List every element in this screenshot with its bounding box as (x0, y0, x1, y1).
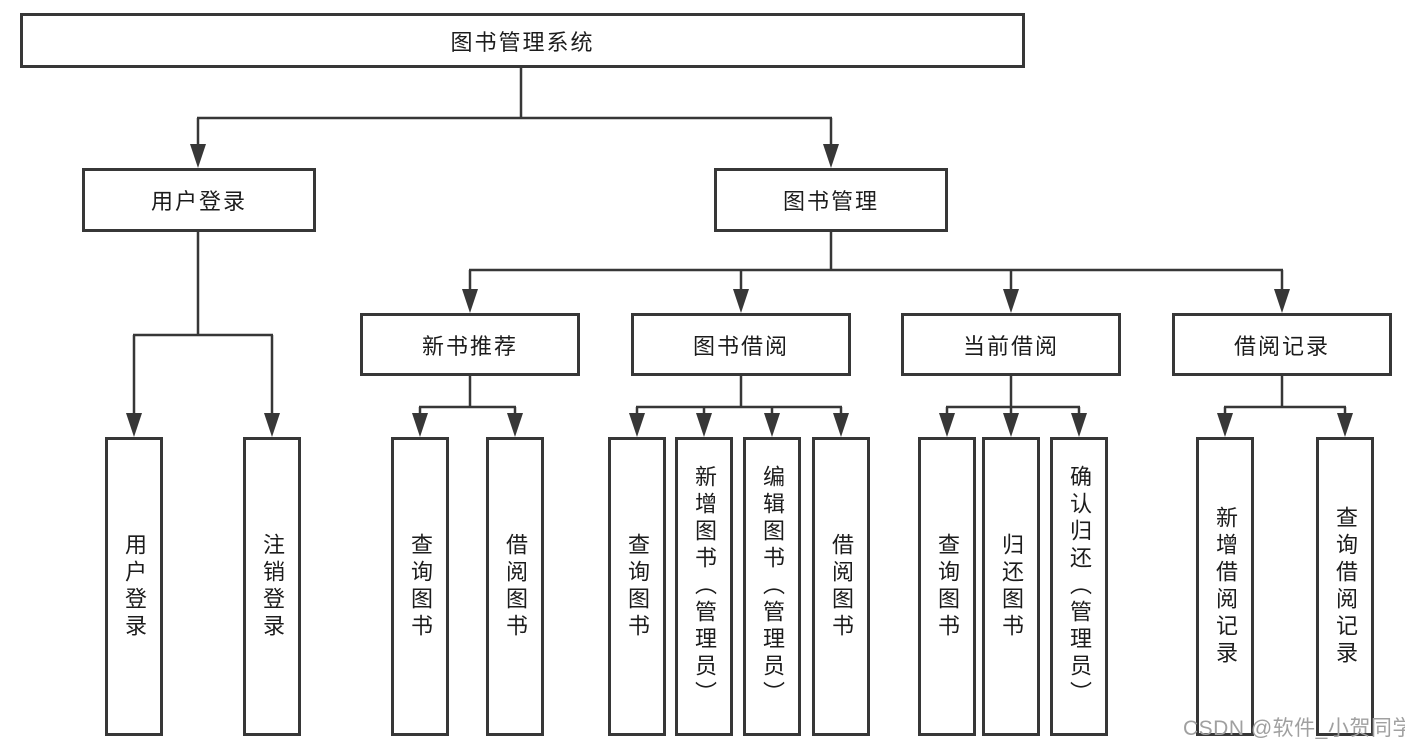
node-label: 查询图书 (935, 532, 960, 641)
node-root: 图书管理系统 (20, 13, 1025, 68)
node-label: 查询图书 (408, 532, 433, 641)
node-label: 当前借阅 (962, 333, 1059, 359)
node-label: 编辑图书（管理员） (760, 465, 785, 708)
connector-book-mgmt-branch (462, 230, 1290, 313)
node-current-borrow: 当前借阅 (901, 313, 1121, 376)
node-label: 新增图书（管理员） (692, 465, 717, 708)
node-label: 确认归还（管理员） (1067, 465, 1092, 708)
node-label: 新增借阅记录 (1213, 505, 1238, 668)
connector-current-borrow-branch (939, 374, 1087, 437)
connector-user-login-branch (126, 230, 280, 437)
node-label: 注销登录 (260, 532, 285, 641)
node-br-add-record: 新增借阅记录 (1196, 437, 1254, 736)
node-book-mgmt: 图书管理 (714, 168, 948, 232)
node-nbr-query-books: 查询图书 (391, 437, 449, 736)
node-bb-borrow-books: 借阅图书 (812, 437, 870, 736)
node-label: 查询借阅记录 (1333, 505, 1358, 668)
node-user-login: 用户登录 (82, 168, 316, 232)
node-label: 图书借阅 (692, 333, 789, 359)
node-label: 借阅图书 (829, 532, 854, 641)
node-book-borrow: 图书借阅 (631, 313, 851, 376)
node-label: 归还图书 (999, 532, 1024, 641)
connector-root-to-level2 (190, 66, 839, 168)
node-logout: 注销登录 (243, 437, 301, 736)
node-label: 借阅记录 (1233, 333, 1330, 359)
node-bb-edit-books: 编辑图书（管理员） (743, 437, 801, 736)
watermark: CSDN @软件_小贺同学 (1183, 717, 1405, 740)
node-nbr-borrow-books: 借阅图书 (486, 437, 544, 736)
node-cb-query-books: 查询图书 (918, 437, 976, 736)
node-label: 用户登录 (122, 532, 147, 641)
node-new-book-rec: 新书推荐 (360, 313, 580, 376)
node-label: 新书推荐 (421, 333, 518, 359)
node-label: 借阅图书 (503, 532, 528, 641)
node-login: 用户登录 (105, 437, 163, 736)
connector-new-book-rec-branch (412, 374, 523, 437)
node-borrow-record: 借阅记录 (1172, 313, 1392, 376)
node-label: 用户登录 (150, 189, 247, 214)
node-cb-confirm-return: 确认归还（管理员） (1050, 437, 1108, 736)
node-cb-return-books: 归还图书 (982, 437, 1040, 736)
node-label: 图书管理系统 (450, 29, 595, 55)
node-label: 图书管理 (782, 189, 879, 214)
connector-book-borrow-branch (629, 374, 849, 437)
connector-borrow-record-branch (1217, 374, 1353, 437)
node-bb-add-books: 新增图书（管理员） (675, 437, 733, 736)
node-label: 查询图书 (625, 532, 650, 641)
node-br-query-record: 查询借阅记录 (1316, 437, 1374, 736)
node-bb-query-books: 查询图书 (608, 437, 666, 736)
